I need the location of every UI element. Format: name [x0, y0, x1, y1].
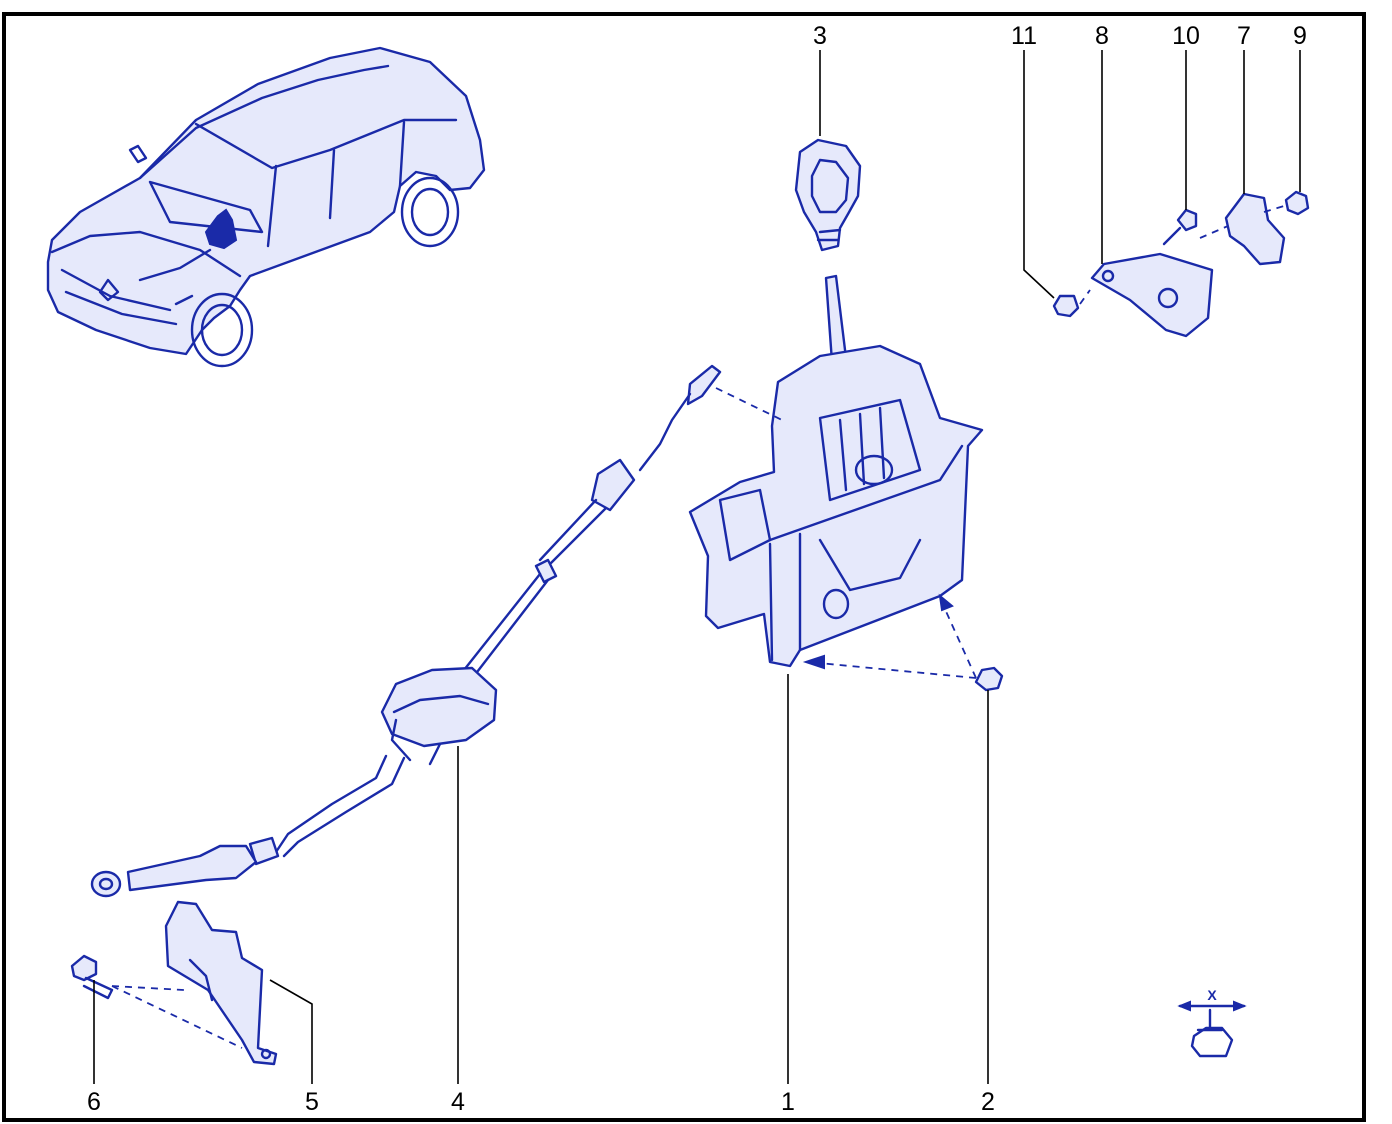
- gear-knob: [794, 138, 862, 252]
- part-8-plate: [1090, 252, 1214, 338]
- callout-6: 6: [87, 1088, 101, 1116]
- part-11-nut: [1052, 294, 1080, 318]
- callout-3: 3: [813, 22, 827, 50]
- torque-symbol-letter: X: [1207, 987, 1217, 1003]
- callout-11: 11: [1011, 22, 1037, 50]
- torque-symbol: X: [1177, 987, 1247, 1058]
- callout-2: 2: [981, 1088, 995, 1116]
- callout-5: 5: [305, 1088, 319, 1116]
- diagram-frame: [2, 12, 1366, 1122]
- callout-1: 1: [781, 1088, 795, 1116]
- callout-4: 4: [451, 1088, 465, 1116]
- part-9-nut: [1284, 190, 1310, 216]
- vehicle-illustration: [46, 46, 486, 368]
- nut-part-2: [974, 666, 1004, 692]
- callout-9: 9: [1293, 22, 1307, 50]
- part-10-bolt: [1162, 208, 1198, 246]
- gear-selector-housing: [688, 274, 984, 668]
- bolt-part-6: [70, 954, 114, 1000]
- callout-8: 8: [1095, 22, 1109, 50]
- callout-7: 7: [1237, 22, 1251, 50]
- bracket-part-5: [164, 900, 278, 1066]
- gear-cable: [90, 364, 722, 898]
- callout-leaders: [93, 50, 1301, 1084]
- part-7-clip: [1224, 192, 1286, 266]
- callout-10: 10: [1172, 22, 1200, 50]
